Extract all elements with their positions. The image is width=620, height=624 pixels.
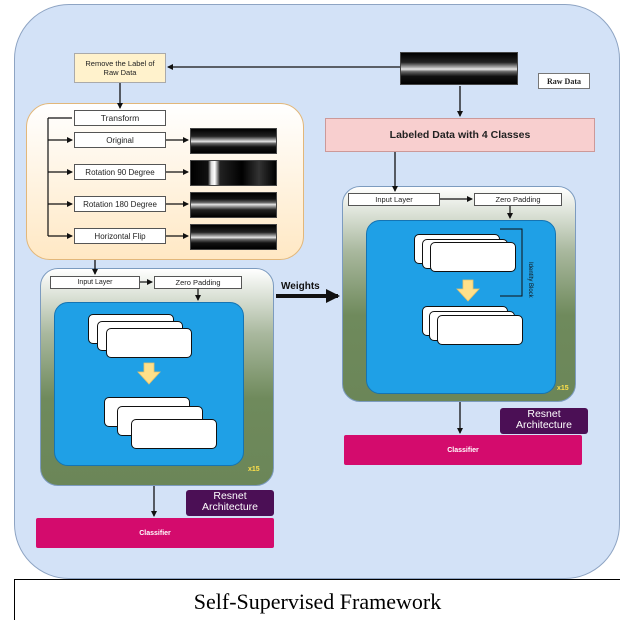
right-classifier: Classifier [344, 435, 582, 465]
original-image [190, 128, 277, 154]
transform-node: Transform [74, 110, 166, 126]
left-input-layer: Input Layer [50, 276, 140, 289]
rotation-180-node: Rotation 180 Degree [74, 196, 166, 212]
labeled-data-box: Labeled Data with 4 Classes [325, 118, 595, 152]
rotation-90-node: Rotation 90 Degree [74, 164, 166, 180]
left-zero-padding: Zero Padding [154, 276, 242, 289]
raw-data-label: Raw Data [538, 73, 590, 89]
identity-block-bracket [500, 228, 523, 297]
right-bottom-card-3 [437, 315, 523, 345]
left-x15-label: x15 [248, 466, 260, 473]
right-identity-block-label: Identity Block [527, 262, 533, 298]
left-resnet-tag: Resnet Architecture [186, 490, 274, 516]
right-resnet-tag: Resnet Architecture [500, 408, 588, 434]
weights-label: Weights [281, 281, 320, 292]
right-top-card-3 [430, 242, 516, 272]
horizontal-flip-image [190, 224, 277, 250]
original-node: Original [74, 132, 166, 148]
horizontal-flip-node: Horizontal Flip [74, 228, 166, 244]
right-x15-label: x15 [557, 385, 569, 392]
right-zero-padding: Zero Padding [474, 193, 562, 206]
raw-data-image [400, 52, 518, 85]
left-down-arrow [137, 362, 161, 385]
remove-label-box: Remove the Label of Raw Data [74, 53, 166, 83]
right-down-arrow [456, 279, 480, 302]
left-classifier: Classifier [36, 518, 274, 548]
right-input-layer: Input Layer [348, 193, 440, 206]
rotation-90-image [190, 160, 277, 186]
figure-caption: Self-Supervised Framework [14, 579, 620, 620]
left-top-card-3 [106, 328, 192, 358]
left-bottom-card-3 [131, 419, 217, 449]
